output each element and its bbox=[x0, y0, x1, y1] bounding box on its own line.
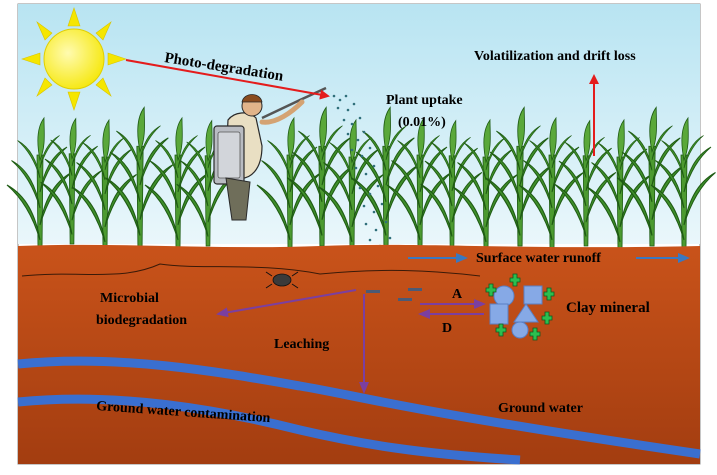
sun-icon bbox=[21, 7, 127, 111]
microbial-arrow bbox=[216, 289, 357, 318]
ground-water-label: Ground water bbox=[498, 401, 583, 416]
ground-water-band-upper bbox=[17, 356, 701, 459]
volatilization-label: Volatilization and drift loss bbox=[474, 49, 636, 64]
charge-marks bbox=[366, 288, 422, 301]
adsorption-label: A bbox=[452, 287, 463, 302]
leaching-label: Leaching bbox=[274, 337, 329, 352]
clay-mineral-label: Clay mineral bbox=[566, 300, 650, 316]
soil-layer bbox=[18, 244, 700, 464]
microbe-icon bbox=[265, 271, 299, 289]
desorption-label: D bbox=[442, 321, 452, 336]
ground-water-band-lower bbox=[17, 394, 521, 465]
photo-degradation-arrow bbox=[125, 59, 330, 100]
clay-mineral-cluster bbox=[485, 273, 555, 341]
plant-uptake-label-line1: Plant uptake bbox=[386, 93, 463, 108]
microbial-label-line2: biodegradation bbox=[96, 313, 187, 328]
farmer-sprayer-icon bbox=[213, 86, 327, 221]
microbial-label-line1: Microbial bbox=[100, 291, 159, 306]
soil-crack bbox=[21, 263, 481, 277]
surface-runoff-label: Surface water runoff bbox=[476, 251, 601, 266]
plant-uptake-label-line2: (0.01%) bbox=[398, 115, 446, 130]
